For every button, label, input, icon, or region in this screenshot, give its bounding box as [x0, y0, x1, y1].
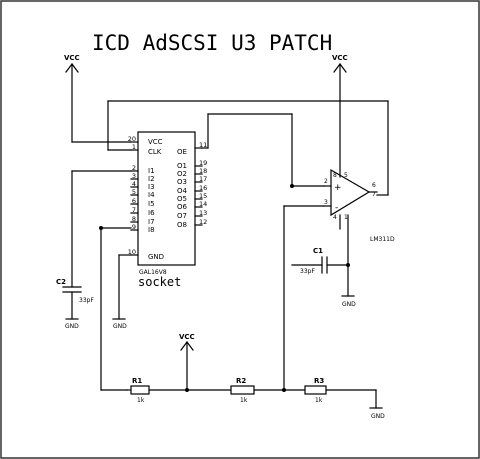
minus-input-wire — [282, 205, 325, 392]
gal-input-label: I6 — [148, 209, 155, 217]
vcc-arrow-network: VCC — [179, 333, 195, 391]
gal-gnd-symbol-label: GND — [113, 323, 127, 330]
gal-input-label: I8 — [148, 226, 155, 234]
gal-vcc-label: VCC — [148, 138, 163, 146]
gal-input-label: I3 — [148, 183, 155, 191]
comp-pin7: 7 — [372, 191, 376, 198]
r2-name: R2 — [236, 377, 246, 385]
vcc-arrow-comparator: VCC — [332, 54, 348, 178]
gal-left-pin-number: 2 — [132, 164, 136, 172]
gal-right-pin-number: 13 — [199, 209, 207, 217]
r2-value: 1k — [240, 397, 248, 404]
gal-right-pin-number: 19 — [199, 159, 207, 167]
gal-gnd-wire: GND — [112, 254, 132, 330]
vcc-label-gal: VCC — [64, 54, 80, 62]
gal16v8-chip: VCC CLK OE GND GAL16V8 socket — [137, 131, 196, 289]
c1-capacitor: C1 33pF — [291, 247, 349, 275]
c2-value: 33pF — [79, 297, 94, 304]
gal-right-pin-number: 15 — [199, 192, 207, 200]
comp-pin2: 2 — [324, 178, 328, 185]
comparator-gnd-network: GND — [339, 214, 356, 308]
comp-minus: - — [335, 203, 338, 213]
c2-capacitor: C2 33pF GND — [56, 170, 132, 330]
gal-output-label: O2 — [177, 170, 187, 178]
r1-value: 1k — [137, 397, 145, 404]
gal-left-pin-number: 7 — [132, 206, 136, 214]
gal-right-pin-number: 16 — [199, 184, 207, 192]
gal-clk-label: CLK — [148, 148, 162, 156]
r3-value: 1k — [315, 397, 323, 404]
gal-output-label: O1 — [177, 162, 187, 170]
oe-to-plus-wire — [201, 113, 325, 188]
c2-gnd: GND — [65, 323, 79, 330]
gal-left-pin-number: 20 — [128, 135, 136, 143]
c1-name: C1 — [313, 247, 323, 255]
r2-resistor: R2 1k — [230, 377, 255, 404]
gal-left-pin-number: 1 — [132, 143, 136, 151]
diagram-title: ICD AdSCSI U3 PATCH — [92, 31, 332, 55]
r1-resistor: R1 1k — [130, 377, 150, 404]
comp-plus: + — [334, 183, 342, 193]
comp-pin3: 3 — [324, 199, 328, 206]
gal-part-label: GAL16V8 — [139, 269, 167, 276]
r3-resistor: R3 1k — [304, 377, 327, 404]
gal-right-pin-number: 14 — [199, 200, 207, 208]
i7-network-wire — [99, 226, 132, 391]
comp-pin6: 6 — [372, 182, 376, 189]
gal-left-pin-number: 5 — [132, 188, 136, 196]
comp-pin8: 8 — [333, 172, 337, 179]
gal-socket-label: socket — [138, 275, 181, 289]
gal-input-label: I1 — [148, 167, 155, 175]
gal-output-label: O4 — [177, 187, 188, 195]
network-gnd-label: GND — [371, 413, 385, 420]
gal-left-pin-number: 6 — [132, 197, 136, 205]
gal-right-pin-number: 11 — [199, 141, 207, 149]
gal-input-label: I5 — [148, 200, 155, 208]
gal-output-label: O6 — [177, 203, 188, 211]
gal-gnd-label: GND — [148, 253, 164, 261]
gal-left-pin-number: 10 — [128, 248, 136, 256]
gal-input-label: I2 — [148, 175, 155, 183]
gal-input-label: I4 — [148, 191, 155, 199]
gal-output-label: O7 — [177, 212, 187, 220]
comp-pin4: 4 — [333, 214, 337, 221]
gal-left-pin-number: 3 — [132, 172, 136, 180]
gal-output-label: O8 — [177, 221, 187, 229]
gal-right-pin-number: 12 — [199, 218, 207, 226]
gal-right-pin-number: 17 — [199, 175, 207, 183]
comparator-gnd-label: GND — [342, 301, 356, 308]
c2-name: C2 — [56, 278, 66, 286]
comp-part-label: LM311D — [370, 236, 395, 243]
gal-left-pin-number: 4 — [132, 180, 136, 188]
gal-output-label: O5 — [177, 195, 187, 203]
gal-input-label: I7 — [148, 218, 155, 226]
comp-pin5: 5 — [344, 172, 348, 179]
gal-output-label: O3 — [177, 178, 187, 186]
c1-value: 33pF — [300, 268, 315, 275]
gal-left-pin-number: 9 — [132, 223, 136, 231]
vcc-arrow-gal: VCC — [64, 54, 132, 143]
clk-feedback-wire — [107, 100, 389, 196]
gal-oe-label: OE — [177, 148, 187, 156]
vcc-label-network: VCC — [179, 333, 195, 341]
gal-left-pin-number: 8 — [132, 215, 136, 223]
comp-pin1: 1 — [344, 214, 348, 221]
r1-name: R1 — [132, 377, 142, 385]
resistor-network: GND — [126, 388, 385, 420]
lm311d-comparator: + - LM311D 8 5 2 3 4 1 6 7 — [323, 168, 395, 243]
r3-name: R3 — [314, 377, 324, 385]
gal-pins: 2012345678910111918171615141312I1I2I3I4I… — [128, 135, 208, 256]
gal-right-pin-number: 18 — [199, 167, 207, 175]
vcc-label-comparator: VCC — [332, 54, 348, 62]
